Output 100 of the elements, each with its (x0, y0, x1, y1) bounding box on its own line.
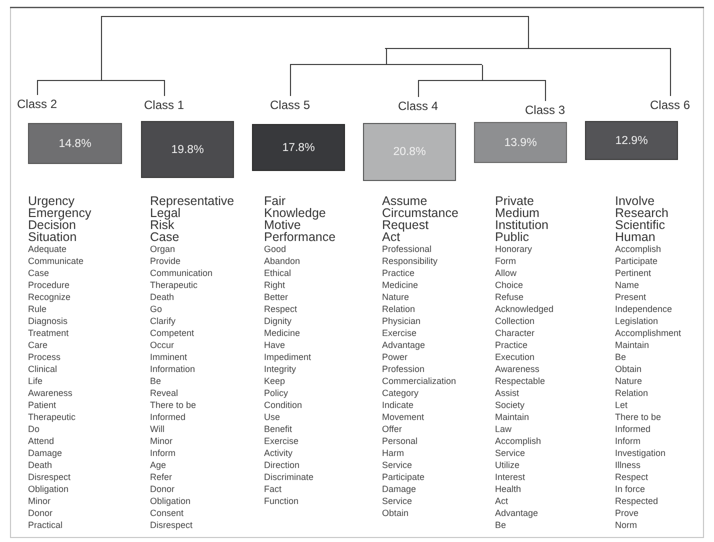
keyword: Recognize (28, 291, 71, 303)
top-keyword: Request (382, 219, 429, 231)
keyword: Death (150, 291, 174, 303)
top-keyword: Institution (495, 219, 549, 231)
top-keyword: Knowledge (264, 207, 326, 219)
keyword: Relation (382, 303, 416, 315)
keyword: Respect (264, 303, 298, 315)
keyword: Obtain (615, 363, 642, 375)
keyword: Offer (382, 423, 402, 435)
keyword: Nature (615, 375, 642, 387)
keyword: Do (28, 423, 40, 435)
keyword: Inform (615, 435, 641, 447)
keyword: Investigation (615, 447, 666, 459)
keyword: Communication (150, 267, 213, 279)
top-keyword: Decision (28, 219, 76, 231)
keyword: Activity (264, 447, 293, 459)
keyword: Pertinent (615, 267, 652, 279)
keyword: Medicine (264, 327, 300, 339)
percentage-label: 17.8% (281, 140, 316, 154)
keyword: Honorary (495, 243, 532, 255)
keyword: Minor (150, 435, 173, 447)
top-keyword: Representative (150, 195, 234, 207)
keyword: Participate (382, 471, 425, 483)
keyword: Independence (615, 303, 672, 315)
keyword: Service (382, 495, 412, 507)
keyword: Refuse (495, 291, 524, 303)
keyword: Be (615, 351, 626, 363)
keyword: Disrespect (28, 471, 71, 483)
top-keyword: Involve (615, 195, 655, 207)
keyword: Imminent (150, 351, 188, 363)
top-keyword: Situation (28, 231, 77, 243)
keyword: Collection (495, 315, 535, 327)
keyword: Refer (150, 471, 172, 483)
keyword: Organ (150, 243, 176, 255)
keyword: Discriminate (264, 471, 314, 483)
keyword: Practical (28, 519, 63, 531)
keyword: Benefit (264, 423, 292, 435)
keyword: Maintain (495, 411, 530, 423)
keyword: Acknowledged (495, 303, 554, 315)
keyword: Provide (150, 255, 181, 267)
keyword: Present (615, 291, 646, 303)
keyword: Informed (615, 423, 651, 435)
top-keyword: Scientific (615, 219, 666, 231)
keyword: Occur (150, 339, 174, 351)
percentage-label: 13.9% (503, 136, 538, 150)
keyword: Information (150, 363, 196, 375)
top-keyword: Risk (150, 219, 174, 231)
keyword: Society (495, 399, 525, 411)
keyword: Obligation (150, 495, 191, 507)
top-keyword: Research (615, 207, 668, 219)
keyword: Respect (615, 471, 648, 483)
top-keyword: Assume (382, 195, 428, 207)
keyword: Advantage (382, 339, 426, 351)
keyword: Diagnosis (28, 315, 68, 327)
keyword: Donor (28, 507, 53, 519)
keyword: Utilize (495, 459, 520, 471)
keyword: Go (150, 303, 162, 315)
keyword: Impediment (264, 351, 312, 363)
keyword: Norm (615, 519, 637, 531)
keyword: Movement (382, 411, 424, 423)
keyword: Communicate (28, 255, 84, 267)
keyword: Care (28, 339, 48, 351)
keyword: Allow (495, 267, 517, 279)
keyword: Age (150, 459, 166, 471)
keyword: Attend (28, 435, 54, 447)
keyword: Have (264, 339, 286, 351)
keyword: Ethical (264, 267, 292, 279)
keyword: Medicine (382, 279, 418, 291)
keyword: Maintain (615, 339, 650, 351)
keyword: Awareness (495, 363, 540, 375)
keyword: Damage (382, 483, 416, 495)
keyword: Procedure (28, 279, 70, 291)
top-keyword: Emergency (28, 207, 92, 219)
percentage-label: 14.8% (58, 136, 92, 150)
top-keyword: Public (495, 231, 530, 243)
keyword: Service (495, 447, 526, 459)
keyword: Advantage (495, 507, 538, 519)
percentage-label: 12.9% (614, 134, 649, 148)
keyword: Right (264, 279, 286, 291)
keyword: Treatment (28, 327, 69, 339)
keyword: Category (382, 387, 419, 399)
top-keyword: Private (495, 195, 534, 207)
keyword: Profession (382, 363, 425, 375)
keyword: Better (264, 291, 288, 303)
keyword: Prove (615, 507, 639, 519)
class-label: Class 3 (525, 103, 566, 117)
dendrogram-branch (418, 80, 419, 98)
keyword: Exercise (382, 327, 417, 339)
keyword: Accomplish (495, 435, 542, 447)
dendrogram-branch (164, 80, 165, 96)
keyword: Let (615, 399, 628, 411)
keyword: Execution (495, 351, 535, 363)
keyword: Name (615, 279, 640, 291)
keyword: Commercialization (382, 375, 456, 387)
dendrogram-branch (37, 80, 38, 96)
top-keyword: Human (615, 231, 656, 243)
keyword: Therapeutic (150, 279, 198, 291)
keyword: Responsibility (382, 255, 438, 267)
keyword: Law (495, 423, 512, 435)
keyword: Integrity (264, 363, 296, 375)
